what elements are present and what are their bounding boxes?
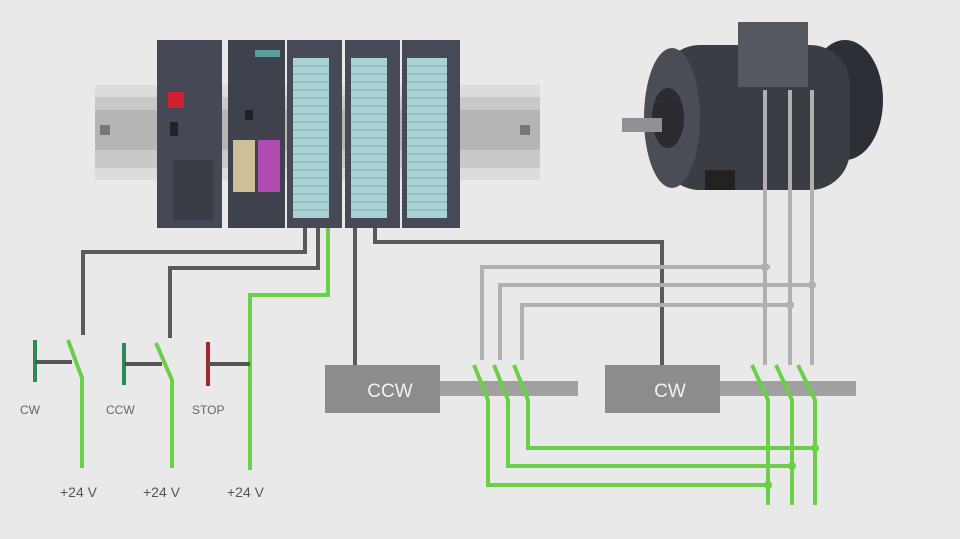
mpi-port (233, 140, 255, 192)
ccw-supply-phase (512, 364, 815, 450)
contactor-ccw: CCW (325, 365, 578, 413)
ccw-supply-phase (492, 364, 792, 468)
stop-label: STOP (192, 403, 224, 417)
cw-switch-contact (66, 339, 84, 468)
ccw-phase-link (520, 303, 792, 360)
wire-plc-stop-input (248, 228, 330, 470)
cw-label: CW (20, 403, 41, 417)
junction-dot (786, 301, 794, 309)
ccw-phase-link (480, 265, 770, 360)
electric-motor (622, 22, 883, 190)
supply-label-stop: +24 V (227, 484, 265, 500)
plc-rack (157, 40, 460, 228)
cw-supply-phase (796, 364, 817, 505)
wire-plc-ccw-input (168, 228, 320, 338)
cw-supply-phase (750, 364, 770, 505)
cpu-module (228, 40, 285, 228)
ccw-supply-phase (472, 364, 768, 487)
stop-button (206, 342, 250, 386)
ccw-switch-contact (154, 342, 174, 468)
supply-label-ccw: +24 V (143, 484, 181, 500)
junction-dot (808, 281, 816, 289)
wire-plc-cw-output (373, 228, 664, 365)
contactor-cw-label: CW (654, 381, 686, 402)
contactor-ccw-label: CCW (367, 381, 412, 402)
junction-dot (811, 444, 819, 452)
contactor-cw: CW (605, 365, 856, 413)
junction-dot (764, 481, 772, 489)
ccw-phase-link (498, 283, 815, 360)
io-modules (287, 40, 460, 228)
supply-label-cw: +24 V (60, 484, 98, 500)
junction-dot (761, 263, 769, 271)
wire-plc-cw-input (81, 228, 307, 335)
profibus-port (258, 140, 280, 192)
ccw-button (122, 343, 162, 385)
power-switch (168, 92, 184, 108)
junction-dot (788, 462, 796, 470)
cw-button (33, 340, 72, 382)
ccw-label: CCW (106, 403, 135, 417)
